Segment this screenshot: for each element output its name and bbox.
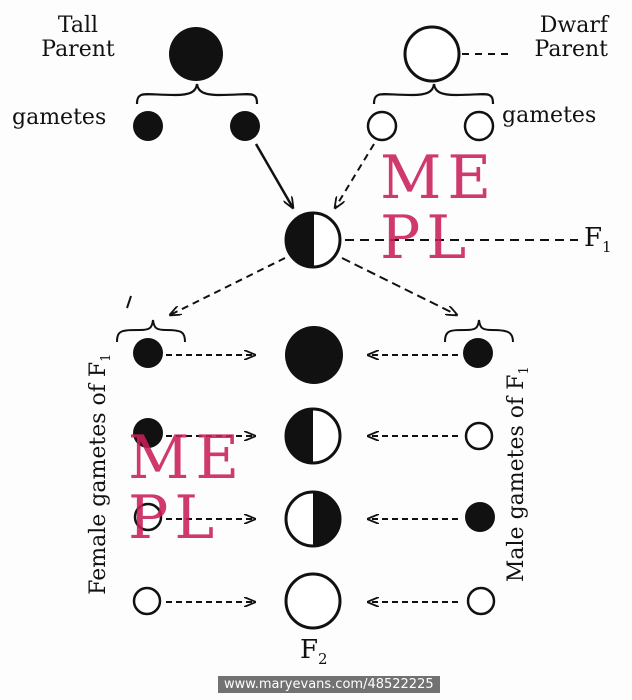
f2-offspring-circle bbox=[284, 490, 342, 548]
watermark-upper-line2: PL bbox=[380, 203, 473, 273]
tall-label-line1: Tall bbox=[57, 13, 99, 38]
male-gamete-circle bbox=[466, 586, 496, 616]
dwarf-label-line1: Dwarf bbox=[539, 13, 608, 38]
female-gametes-label: Female gametes of F1 bbox=[86, 324, 114, 624]
dwarf-to-f1-arrow bbox=[335, 143, 375, 208]
f1-to-male-arrow bbox=[341, 257, 457, 315]
f1-label: F1 bbox=[584, 223, 612, 259]
male-gametes-brace bbox=[444, 319, 514, 343]
watermark-lower: ME PL bbox=[128, 428, 245, 548]
f2-offspring-circle bbox=[284, 572, 342, 630]
female-gamete-circle bbox=[132, 586, 162, 616]
dwarf-parent-circle bbox=[403, 25, 461, 83]
watermark-lower-line1: ME bbox=[128, 423, 246, 493]
tall-label-line2: Parent bbox=[41, 37, 115, 62]
male-gamete-circle bbox=[464, 421, 494, 451]
female-gametes-text: Female gametes of F bbox=[85, 361, 111, 595]
f2-letter: F bbox=[300, 635, 319, 665]
female-gametes-brace bbox=[116, 319, 186, 343]
f1-to-female-arrow bbox=[170, 257, 286, 315]
gametes-label-left: gametes bbox=[12, 105, 107, 130]
male-gamete-circle bbox=[463, 338, 493, 368]
f2-subscript: 2 bbox=[318, 650, 328, 669]
tall-to-f1-arrow bbox=[254, 143, 293, 208]
male-gametes-label: Male gametes of F1 bbox=[504, 324, 532, 624]
tall-parent-label: Tall Parent bbox=[34, 14, 122, 62]
f2-offspring-circle bbox=[284, 407, 342, 465]
female-gamete-circle bbox=[133, 502, 163, 532]
female-gamete-circle bbox=[133, 418, 163, 448]
gametes-label-right: gametes bbox=[502, 103, 597, 128]
watermark-lower-line2: PL bbox=[128, 483, 221, 553]
f1-hybrid-circle bbox=[284, 211, 342, 269]
female-gamete-circle bbox=[133, 338, 163, 368]
female-brace-tick bbox=[126, 295, 132, 309]
tall-gamete-circle bbox=[230, 111, 260, 141]
tall-gamete-circle bbox=[133, 111, 163, 141]
dwarf-gamete-circle bbox=[463, 110, 495, 142]
dwarf-gamete-circle bbox=[366, 110, 398, 142]
male-gametes-subscript: 1 bbox=[517, 366, 533, 375]
male-gamete-circle bbox=[465, 502, 495, 532]
f2-offspring-circle bbox=[285, 326, 343, 384]
watermark-upper-line1: ME bbox=[380, 143, 498, 213]
f2-label: F2 bbox=[300, 635, 328, 671]
dwarf-label-line2: Parent bbox=[534, 37, 608, 62]
watermark-upper: ME PL bbox=[380, 148, 497, 268]
dwarf-parent-brace bbox=[372, 83, 495, 105]
f1-subscript: 1 bbox=[602, 238, 612, 257]
female-gametes-subscript: 1 bbox=[99, 353, 115, 362]
male-gametes-text: Male gametes of F bbox=[503, 374, 529, 583]
credit-banner: www.maryevans.com/48522225 bbox=[218, 676, 440, 693]
dwarf-parent-label: Dwarf Parent bbox=[510, 14, 608, 62]
tall-parent-brace bbox=[135, 83, 259, 105]
f1-letter: F bbox=[584, 223, 603, 253]
tall-parent-circle bbox=[169, 27, 223, 81]
